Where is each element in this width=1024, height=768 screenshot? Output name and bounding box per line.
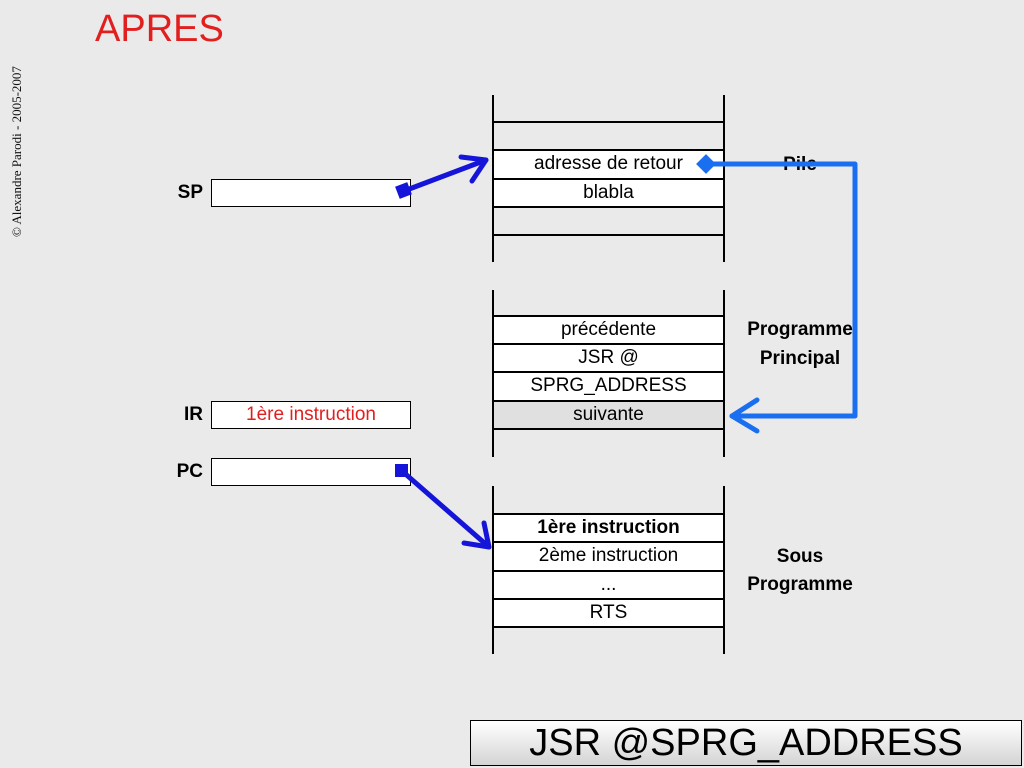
main-program-label-line1: Programme <box>747 319 853 340</box>
subroutine-label-line1: Sous <box>776 546 824 567</box>
main-cell-previous: précédente <box>493 316 724 344</box>
main-cell-jsr: JSR @ <box>493 344 724 372</box>
main-cell-sprg-address: SPRG_ADDRESS <box>493 372 724 400</box>
stack-cell-return-address: adresse de retour <box>493 150 724 178</box>
main-program-label-line2: Principal <box>759 348 841 369</box>
sub-cell-second-instruction: 2ème instruction <box>493 542 724 570</box>
ir-label: IR <box>184 404 203 425</box>
footer-caption: JSR @SPRG_ADDRESS <box>470 720 1022 766</box>
slide-title: APRES <box>95 8 224 50</box>
pc-pointer-arrow <box>399 468 492 550</box>
sub-cell-ellipsis: ... <box>493 571 724 599</box>
subroutine-label-line2: Programme <box>747 574 853 595</box>
stack-cell-blabla: blabla <box>493 179 724 207</box>
sub-cell-rts: RTS <box>493 599 724 627</box>
sp-pointer-arrow <box>401 154 489 194</box>
sp-register <box>211 179 411 207</box>
return-address-diamond <box>696 154 716 174</box>
main-cell-next: suivante <box>493 401 724 429</box>
return-address-arrow <box>707 161 858 434</box>
sub-cell-first-instruction: 1ère instruction <box>493 514 724 542</box>
sp-label: SP <box>177 182 203 203</box>
pc-pointer-square <box>395 464 408 477</box>
sp-pointer-diamond <box>395 182 412 199</box>
ir-register: 1ère instruction <box>211 401 411 429</box>
pc-label: PC <box>176 461 203 482</box>
pc-register <box>211 458 411 486</box>
